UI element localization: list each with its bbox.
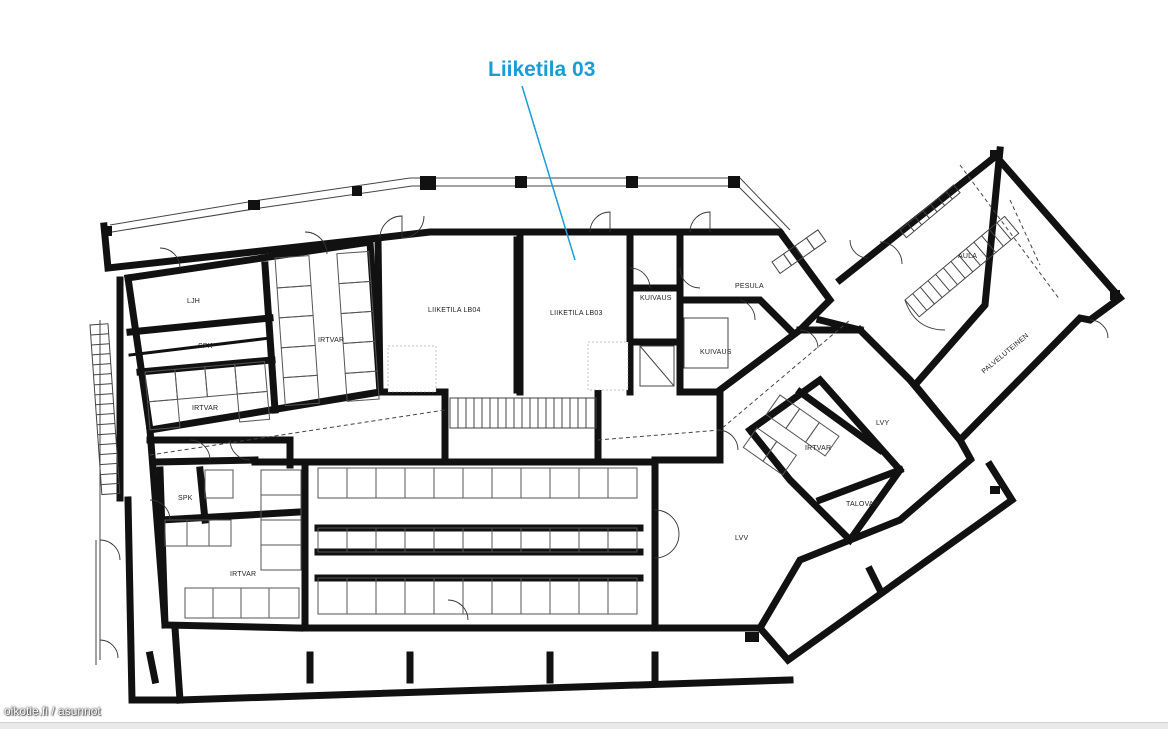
room-label-liiketila-lb03: LIIKETILA LB03 <box>550 310 603 317</box>
door-swings <box>99 211 1109 659</box>
exterior-walls <box>100 146 1126 704</box>
room-label-irtvar-tall: IRTVAR <box>318 337 344 344</box>
room-label-talovar: TALOVAR <box>846 501 879 508</box>
callout-label-liiketila: Liiketila 03 <box>488 58 596 81</box>
room-label-kuivaus-2: KUIVAUS <box>700 349 732 356</box>
room-label-palveluteinen: PALVELUTEINEN <box>981 332 1031 375</box>
room-label-irtvar-lower-left: IRTVAR <box>192 405 218 412</box>
callout-leader-line <box>521 85 576 261</box>
room-label-irtvar-right: IRTVAR <box>805 445 831 452</box>
room-label-irtvar-bottom: IRTVAR <box>230 571 256 578</box>
window-posts <box>104 150 1120 642</box>
room-label-pesula: PESULA <box>735 283 764 290</box>
storage-cells <box>144 250 840 619</box>
room-label-kuivaus-1: KUIVAUS <box>640 295 672 302</box>
room-label-ljh: LJH <box>187 298 200 305</box>
tiled-areas <box>387 229 827 393</box>
room-label-aula: AULA <box>958 253 977 260</box>
room-label-spk-2: SPK <box>178 495 193 502</box>
room-label-lvv: LVV <box>735 535 748 542</box>
circulation-lines <box>149 164 1061 456</box>
room-label-lvy: LVY <box>876 420 889 427</box>
room-label-liiketila-lb04: LIIKETILA LB04 <box>428 307 481 314</box>
watermark-text: oikotie.fi / asunnot <box>4 704 101 718</box>
room-label-spk: SPK <box>198 343 213 350</box>
staircase <box>89 184 1020 496</box>
bottom-strip <box>0 722 1168 729</box>
